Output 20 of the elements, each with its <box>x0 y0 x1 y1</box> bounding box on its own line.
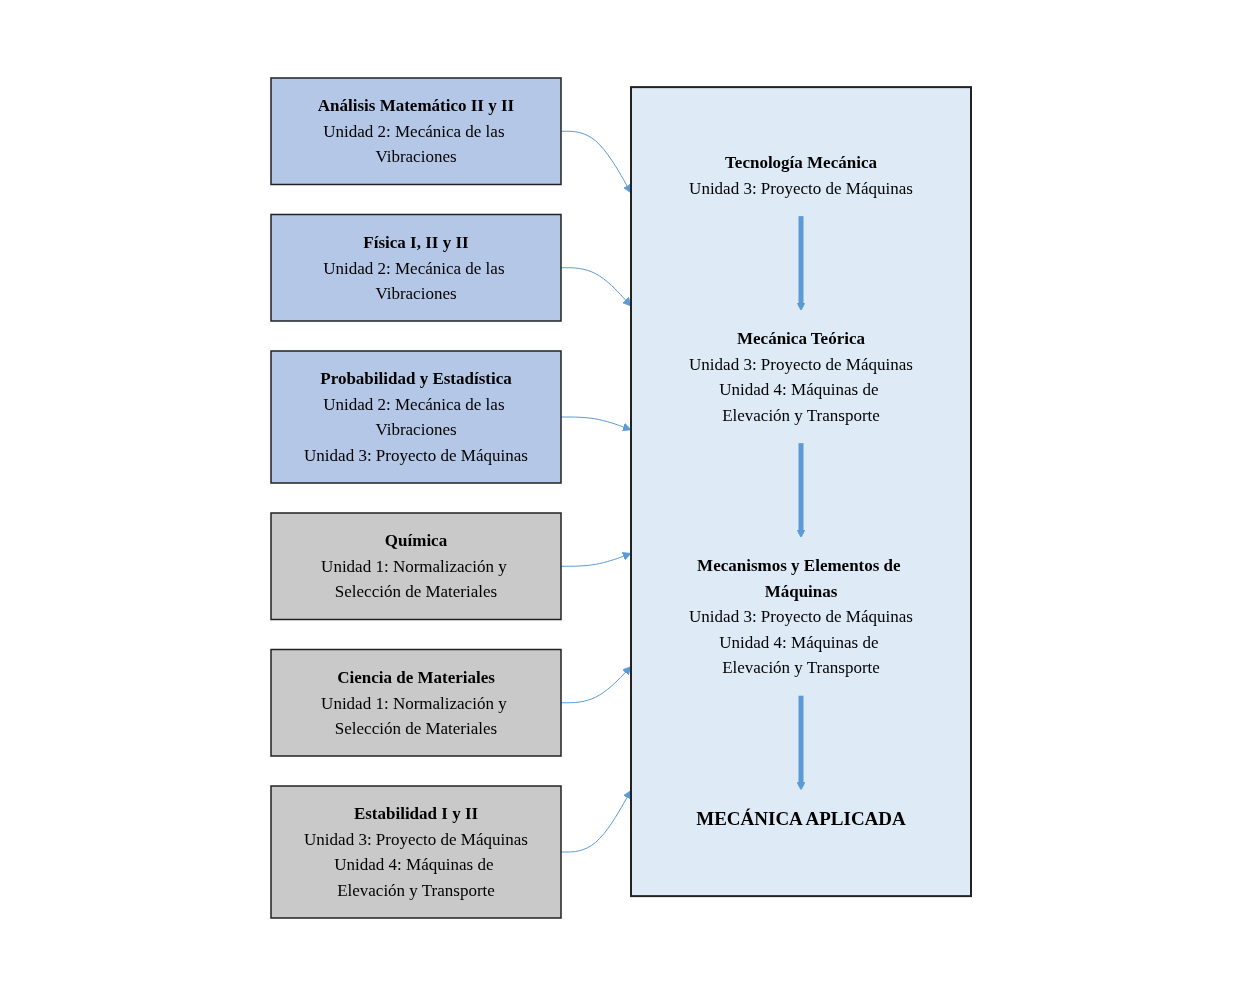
node-box: Estabilidad I y II Unidad 3: Proyecto de Máquinas Unidad 4: Máquinas de Elevación y Transporte <box>269 784 562 919</box>
arrow <box>560 551 631 567</box>
node-text: MECÁNICA APLICADA <box>695 807 906 829</box>
node-box: Ciencia de Materiales Unidad 1: Normalización y Selección de Materiales <box>269 648 562 757</box>
arrow <box>560 789 631 852</box>
node-text: Tecnología Mecánica Unidad 3: Proyecto de Máquinas <box>688 152 913 197</box>
arrow <box>796 215 805 311</box>
cluster <box>629 85 972 897</box>
node-box: Física I, II y II Unidad 2: Mecánica de las Vibraciones <box>269 213 562 322</box>
node-box: Probabilidad y Estadística Unidad 2: Mecánica de las Vibraciones Unidad 3: Proyecto de Máquinas <box>269 349 562 484</box>
arrow <box>796 442 805 538</box>
node-text: Mecánica Teórica Unidad 3: Proyecto de Máquinas Unidad 4: Máquinas de Elevación y Transporte <box>688 328 913 424</box>
arrow <box>560 130 631 193</box>
arrow <box>560 665 631 703</box>
node-box: Química Unidad 1: Normalización y Selección de Materiales <box>269 511 562 620</box>
node-text: Mecanismos y Elementos de Máquinas Unidad 3: Proyecto de Máquinas Unidad 4: Máquinas de Elevación y Transporte <box>688 555 913 677</box>
arrow <box>560 416 631 431</box>
arrow <box>560 266 631 306</box>
arrow <box>796 694 805 791</box>
node-box: Análisis Matemático II y II Unidad 2: Mecánica de las Vibraciones <box>269 76 562 185</box>
